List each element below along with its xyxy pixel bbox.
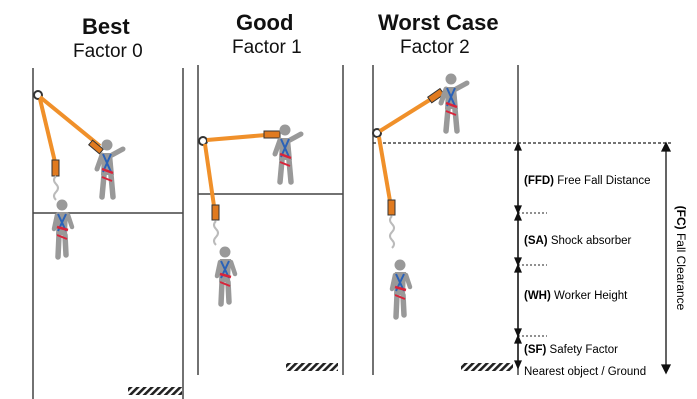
label-fc: (FC) Fall Clearance [674, 206, 688, 311]
label-sa: (SA) Shock absorber [524, 235, 632, 247]
label-sf: (SF) Safety Factor [524, 344, 618, 356]
panel-factor-best: Factor 0 [73, 41, 143, 62]
anchor-icon [198, 136, 208, 146]
ground-hatch-icon [286, 363, 338, 371]
ground-hatch-icon [128, 387, 182, 395]
worker-figure-icon [441, 74, 467, 132]
lanyard [203, 143, 216, 207]
label-ffd: (FFD) Free Fall Distance [524, 175, 651, 187]
panel-title-good: Good [236, 10, 294, 35]
worker-figure-icon [392, 260, 410, 318]
panel-factor-worst: Factor 2 [400, 37, 470, 58]
panel-factor-good: Factor 1 [232, 37, 302, 58]
worker-figure-icon [217, 247, 235, 305]
deployed-absorber [389, 215, 395, 249]
shock-absorber-icon [211, 204, 220, 221]
shock-absorber-icon [263, 130, 281, 139]
label-wh: (WH) Worker Height [524, 290, 628, 302]
deployed-absorber [53, 175, 59, 201]
shock-absorber-icon [387, 199, 396, 216]
lanyard [378, 94, 438, 133]
shock-absorber-icon [88, 139, 104, 155]
dimension-arrows [514, 141, 522, 370]
worker-figure-icon [54, 200, 72, 258]
label-ground: Nearest object / Ground [524, 366, 646, 378]
lanyard [38, 98, 57, 163]
shock-absorber-icon [427, 87, 445, 104]
deployed-absorber [213, 220, 219, 246]
anchor-icon [33, 90, 43, 100]
lanyard [206, 133, 267, 142]
panel-title-worst: Worst Case [378, 10, 499, 35]
lanyard [377, 136, 392, 202]
lanyard [38, 95, 102, 148]
fall-clearance-arrow [660, 141, 672, 375]
panel-title-best: Best [82, 14, 130, 39]
ground-hatch-icon [461, 363, 513, 371]
anchor-icon [372, 128, 382, 138]
shock-absorber-icon [51, 159, 60, 177]
